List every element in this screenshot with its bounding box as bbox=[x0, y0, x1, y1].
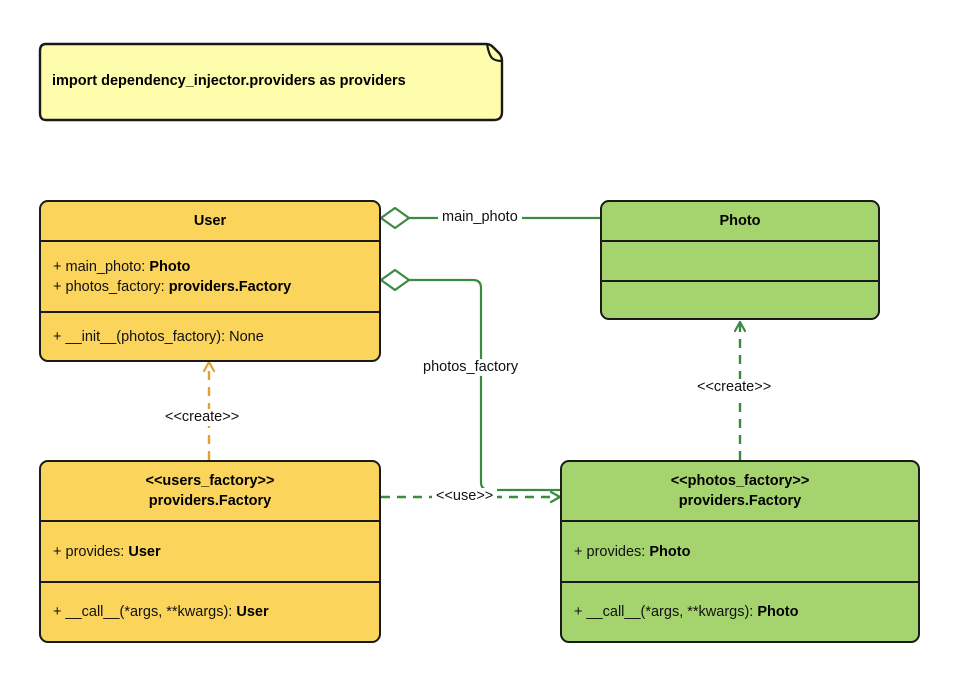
method-row: + __call__(*args, **kwargs): Photo bbox=[562, 602, 918, 622]
note-text: import dependency_injector.providers as … bbox=[52, 73, 406, 89]
attribute-row: + provides: User bbox=[41, 542, 379, 562]
aggregation-diamond-photos-factory bbox=[379, 268, 411, 292]
class-box-user[interactable]: User + main_photo: Photo + photos_factor… bbox=[39, 200, 381, 362]
class-attributes-compartment-photos-factory: + provides: Photo bbox=[562, 520, 918, 581]
attribute-type: Photo bbox=[149, 258, 191, 275]
attribute-visibility: + bbox=[53, 258, 62, 275]
attribute-type: Photo bbox=[649, 543, 691, 560]
method-return-type: Photo bbox=[757, 604, 799, 620]
class-name-user: User bbox=[193, 213, 227, 229]
class-title-compartment-photos-factory: <<photos_factory>> providers.Factory bbox=[562, 462, 918, 520]
attribute-visibility: + bbox=[53, 543, 62, 560]
attribute-visibility: + bbox=[53, 278, 62, 295]
note-shape bbox=[38, 42, 504, 122]
edge-label-photos-factory: photos_factory bbox=[418, 359, 524, 376]
attribute-row: + main_photo: Photo bbox=[41, 257, 379, 277]
class-attributes-compartment-photo bbox=[602, 240, 878, 280]
edge-label-main-photo: main_photo bbox=[438, 209, 522, 226]
method-signature: __call__(*args, **kwargs): bbox=[586, 604, 754, 620]
class-box-users-factory[interactable]: <<users_factory>> providers.Factory + pr… bbox=[39, 460, 381, 643]
class-name-photo: Photo bbox=[719, 213, 761, 229]
method-visibility: + bbox=[574, 604, 583, 620]
method-row: + __call__(*args, **kwargs): User bbox=[41, 602, 379, 622]
class-box-photo[interactable]: Photo bbox=[600, 200, 880, 320]
attribute-type: providers.Factory bbox=[168, 278, 292, 295]
class-name-photos-factory: providers.Factory bbox=[678, 493, 802, 509]
attribute-name: photos_factory: bbox=[65, 278, 165, 295]
class-name-users-factory: providers.Factory bbox=[148, 493, 272, 509]
attribute-name: provides: bbox=[586, 543, 646, 560]
note-import: import dependency_injector.providers as … bbox=[38, 40, 504, 124]
method-row: + __init__(photos_factory): None bbox=[41, 327, 379, 347]
attribute-row: + provides: Photo bbox=[562, 542, 918, 562]
aggregation-diamond-main-photo bbox=[379, 206, 411, 230]
edge-label-use: <<use>> bbox=[432, 488, 498, 505]
class-box-photos-factory[interactable]: <<photos_factory>> providers.Factory + p… bbox=[560, 460, 920, 643]
attribute-name: main_photo: bbox=[65, 258, 146, 275]
class-methods-compartment-user: + __init__(photos_factory): None bbox=[41, 311, 379, 360]
class-methods-compartment-users-factory: + __call__(*args, **kwargs): User bbox=[41, 581, 379, 641]
attribute-name: provides: bbox=[65, 543, 125, 560]
attribute-type: User bbox=[128, 543, 161, 560]
class-methods-compartment-photo bbox=[602, 280, 878, 318]
class-stereotype-users-factory: <<users_factory>> bbox=[145, 473, 275, 489]
class-title-compartment-photo: Photo bbox=[602, 202, 878, 240]
class-stereotype-photos-factory: <<photos_factory>> bbox=[670, 473, 810, 489]
class-title-compartment-user: User bbox=[41, 202, 379, 240]
edge-label-create-photo: <<create>> bbox=[692, 379, 777, 396]
class-methods-compartment-photos-factory: + __call__(*args, **kwargs): Photo bbox=[562, 581, 918, 641]
method-signature: __init__(photos_factory): None bbox=[65, 328, 264, 345]
class-attributes-compartment-user: + main_photo: Photo + photos_factory: pr… bbox=[41, 240, 379, 311]
method-return-type: User bbox=[236, 604, 269, 620]
method-signature: __call__(*args, **kwargs): bbox=[65, 604, 233, 620]
attribute-visibility: + bbox=[574, 543, 583, 560]
attribute-row: + photos_factory: providers.Factory bbox=[41, 277, 379, 297]
class-attributes-compartment-users-factory: + provides: User bbox=[41, 520, 379, 581]
relation-photos-factory[interactable] bbox=[379, 268, 562, 492]
edge-label-create-user: <<create>> bbox=[160, 409, 245, 426]
method-visibility: + bbox=[53, 604, 62, 620]
class-title-compartment-users-factory: <<users_factory>> providers.Factory bbox=[41, 462, 379, 520]
method-visibility: + bbox=[53, 328, 62, 345]
